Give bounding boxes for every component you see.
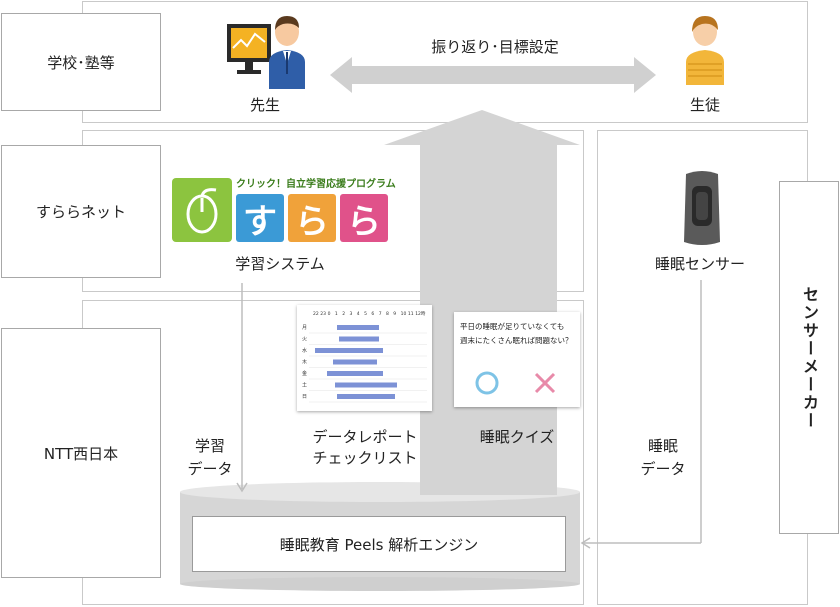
report-day-label: 日 — [302, 394, 307, 400]
report-hour-label: 8 — [386, 311, 389, 317]
analysis-engine-label: 睡眠教育 Peels 解析エンジン — [279, 535, 479, 554]
report-sleep-bar — [337, 325, 379, 330]
report-sleep-bar — [315, 348, 383, 353]
report-day-label: 木 — [302, 359, 307, 366]
quiz-question-1: 平日の睡眠が足りていなくても — [460, 322, 565, 331]
teacher-label: 先生 — [249, 96, 280, 114]
logo-mouse-tile — [172, 178, 232, 242]
logo-char-3: ら — [347, 201, 381, 242]
report-hour-label: 1 — [335, 311, 338, 317]
report-hour-label: 23 — [320, 311, 326, 317]
learning-data-label-1: 学習 — [194, 437, 225, 455]
actor-ntt-label: NTT西日本 — [43, 444, 119, 463]
analysis-engine: 睡眠教育 Peels 解析エンジン — [192, 516, 566, 572]
report-day-label: 金 — [302, 370, 307, 377]
report-hour-label: 6 — [371, 311, 374, 317]
report-hour-label: 3 — [350, 311, 353, 317]
actor-surala-net-label: すららネット — [35, 203, 126, 221]
data-report-caption-1: データレポート — [312, 428, 418, 446]
report-hour-label: 7 — [379, 311, 382, 317]
report-sleep-bar — [335, 382, 397, 388]
double-arrow — [330, 57, 656, 93]
report-sleep-bar — [327, 371, 383, 376]
sleep-quiz-caption: 睡眠クイズ — [479, 428, 555, 446]
actor-school: 学校･塾等 — [1, 13, 161, 111]
learning-data-arrow — [236, 283, 248, 493]
report-day-label: 土 — [302, 382, 307, 389]
quiz-circle-icon — [475, 371, 499, 395]
report-sleep-bar — [337, 394, 395, 399]
actor-ntt: NTT西日本 — [1, 328, 161, 578]
teacher-icon — [227, 16, 305, 89]
sleep-sensor-icon — [684, 171, 720, 245]
report-hour-label: 10 — [401, 311, 407, 317]
report-day-label: 月 — [302, 325, 307, 331]
learning-system-label: 学習システム — [235, 255, 325, 273]
logo-tile-pink: ら — [340, 194, 388, 242]
report-hour-label: 2 — [342, 311, 345, 317]
logo-banner: クリック！自立学習応援プログラム — [236, 179, 396, 190]
actor-sensor-maker-label: センサーメーカー — [800, 285, 819, 430]
sleep-sensor-label: 睡眠センサー — [654, 255, 745, 273]
report-hour-label: 0 — [328, 311, 331, 317]
mouse-icon — [186, 188, 218, 234]
report-hour-label: 5 — [364, 311, 367, 317]
logo-char-1: す — [243, 201, 277, 242]
sleep-quiz-card: 平日の睡眠が足りていなくても 週末にたくさん眠れば問題ない？ — [454, 312, 580, 407]
quiz-question-2: 週末にたくさん眠れば問題ない？ — [460, 336, 573, 345]
report-sleep-bar — [339, 336, 379, 342]
arrow-label: 振り返り･目標設定 — [431, 38, 559, 56]
report-hour-label: 9 — [393, 311, 396, 317]
data-report-caption-2: チェックリスト — [312, 449, 418, 467]
report-hour-label: 12時 — [415, 311, 426, 317]
logo-tile-orange: ら — [288, 194, 336, 242]
actor-surala-net: すららネット — [1, 145, 161, 278]
learning-data-label-2: データ — [187, 460, 233, 478]
report-hour-label: 4 — [357, 311, 360, 317]
sleep-data-label-2: データ — [640, 460, 686, 478]
actor-sensor-maker: センサーメーカー — [779, 181, 839, 534]
sleep-data-arrow — [580, 280, 702, 549]
report-hour-label: 11 — [408, 311, 414, 317]
report-hour-label: 22 — [313, 311, 319, 317]
quiz-cross-icon — [534, 372, 556, 394]
logo-tile-blue: す — [236, 194, 284, 242]
logo-char-2: ら — [295, 201, 329, 242]
actor-school-label: 学校･塾等 — [47, 53, 115, 72]
surala-logo: クリック！自立学習応援プログラム す ら ら — [172, 178, 396, 242]
student-label: 生徒 — [689, 96, 720, 114]
report-day-label: 火 — [302, 337, 307, 343]
report-day-label: 水 — [302, 347, 307, 354]
student-icon — [686, 16, 724, 85]
sleep-data-label-1: 睡眠 — [647, 437, 678, 455]
report-sleep-bar — [333, 359, 377, 365]
